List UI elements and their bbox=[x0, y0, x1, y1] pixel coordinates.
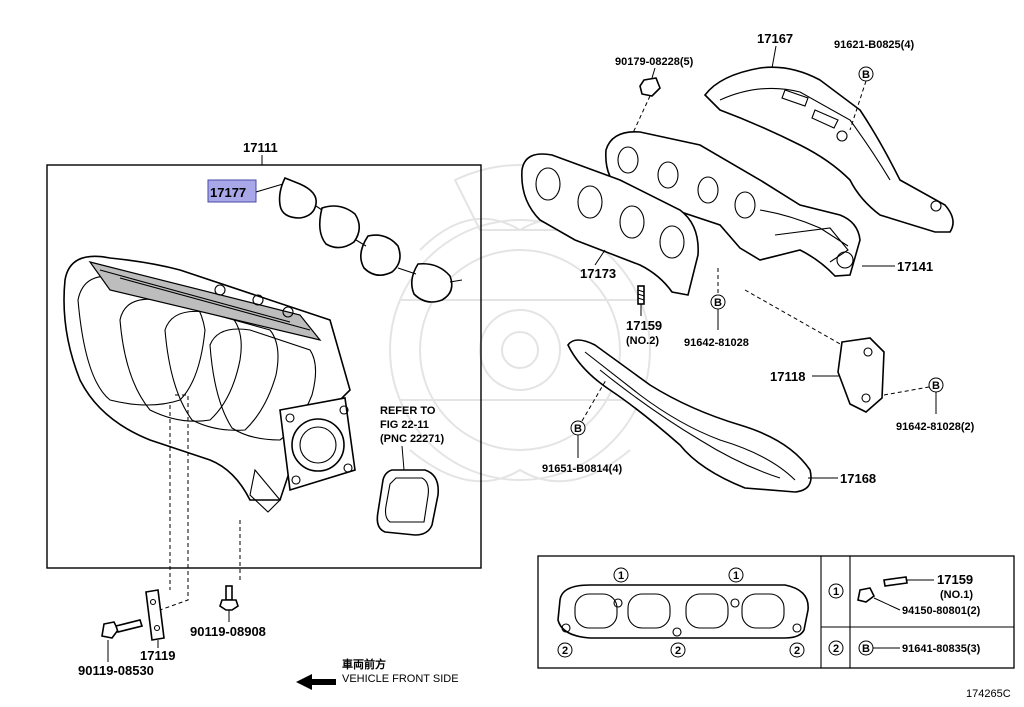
inset-gasket bbox=[557, 584, 809, 639]
inset-label-17159[interactable]: 17159 bbox=[937, 572, 973, 587]
refer-line-1[interactable]: REFER TO bbox=[380, 405, 436, 417]
inset-label-17159-sub: (NO.1) bbox=[940, 589, 973, 601]
label-90179[interactable]: 90179-08228(5) bbox=[615, 56, 694, 68]
gasket-17177[interactable] bbox=[278, 176, 463, 303]
svg-text:B: B bbox=[862, 643, 870, 655]
label-17119[interactable]: 17119 bbox=[140, 648, 175, 663]
label-90119-08908[interactable]: 90119-08908 bbox=[190, 624, 266, 639]
label-91621[interactable]: 91621-B0825(4) bbox=[834, 39, 914, 51]
label-17167[interactable]: 17167 bbox=[757, 31, 793, 46]
throttle-flange[interactable] bbox=[249, 397, 356, 513]
bracket-17118[interactable] bbox=[837, 337, 885, 413]
intake-manifold[interactable] bbox=[63, 255, 351, 501]
bolt-90119-08530[interactable] bbox=[101, 619, 144, 639]
label-17168[interactable]: 17168 bbox=[840, 471, 876, 486]
heat-insulator-17167[interactable] bbox=[703, 66, 954, 233]
gasket-17173[interactable] bbox=[521, 153, 699, 296]
svg-text:1: 1 bbox=[833, 586, 839, 598]
label-91651[interactable]: 91651-B0814(4) bbox=[542, 463, 622, 475]
svg-text:1: 1 bbox=[733, 570, 739, 582]
front-arrow bbox=[296, 674, 336, 690]
label-17141[interactable]: 17141 bbox=[897, 259, 933, 274]
figure-code: 174265C bbox=[966, 688, 1011, 700]
label-17159-no2-sub: (NO.2) bbox=[626, 335, 659, 347]
legend-key-2: 2 bbox=[828, 640, 844, 656]
svg-text:2: 2 bbox=[562, 645, 568, 657]
heat-insulator-17168[interactable] bbox=[567, 339, 812, 493]
label-17111[interactable]: 17111 bbox=[243, 140, 278, 155]
legend-key-1: 1 bbox=[828, 583, 844, 599]
nut-90179[interactable] bbox=[639, 77, 661, 97]
label-17118[interactable]: 17118 bbox=[770, 369, 805, 384]
label-91642-81028-2[interactable]: 91642-81028(2) bbox=[896, 421, 975, 433]
throttle-gasket[interactable] bbox=[376, 469, 440, 536]
front-label-en: VEHICLE FRONT SIDE bbox=[342, 673, 459, 685]
label-17173[interactable]: 17173 bbox=[580, 266, 616, 281]
inset-marker-1a: 1 bbox=[613, 567, 629, 583]
marker-b-right: B bbox=[932, 380, 940, 392]
label-17159-no2[interactable]: 17159 bbox=[626, 318, 662, 333]
svg-text:2: 2 bbox=[675, 645, 681, 657]
legend-bolt-b: B bbox=[858, 640, 874, 656]
label-90119-08530[interactable]: 90119-08530 bbox=[78, 663, 154, 678]
stud-17159-no2[interactable] bbox=[637, 285, 645, 305]
svg-text:2: 2 bbox=[833, 643, 839, 655]
inset-frame bbox=[537, 555, 1015, 669]
inset-marker-2c: 2 bbox=[789, 642, 805, 658]
intake-assembly-frame bbox=[46, 164, 482, 569]
svg-text:1: 1 bbox=[618, 570, 624, 582]
front-label-jp: 車両前方 bbox=[342, 657, 386, 671]
label-17177[interactable]: 17177 bbox=[210, 185, 246, 200]
refer-line-2[interactable]: FIG 22-11 bbox=[380, 419, 429, 431]
inset-marker-2b: 2 bbox=[670, 642, 686, 658]
label-17177-highlight bbox=[207, 179, 257, 203]
svg-text:2: 2 bbox=[794, 645, 800, 657]
marker-b-top: B bbox=[862, 69, 870, 81]
marker-b-left: B bbox=[574, 423, 582, 435]
bolt-90119-08908[interactable] bbox=[219, 585, 239, 611]
label-91642-81028[interactable]: 91642-81028 bbox=[684, 337, 749, 349]
inset-marker-2a: 2 bbox=[557, 642, 573, 658]
marker-b-mid: B bbox=[714, 297, 722, 309]
inset-label-94150[interactable]: 94150-80801(2) bbox=[902, 605, 981, 617]
inset-stud-nut bbox=[857, 576, 908, 603]
refer-line-3: (PNC 22271) bbox=[380, 433, 445, 445]
bracket-17119[interactable] bbox=[145, 589, 165, 641]
inset-label-91641[interactable]: 91641-80835(3) bbox=[902, 643, 981, 655]
inset-marker-1b: 1 bbox=[728, 567, 744, 583]
